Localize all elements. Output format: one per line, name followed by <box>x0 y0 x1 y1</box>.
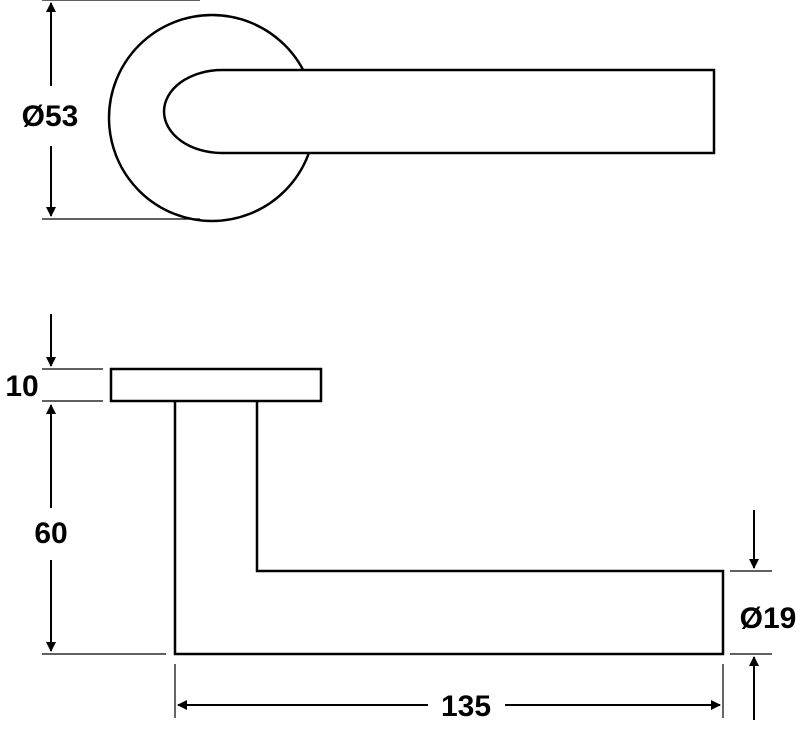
lever-top-outline <box>162 68 716 155</box>
lever-length-label: 135 <box>441 690 491 723</box>
rose-diameter-label: Ø53 <box>22 100 79 133</box>
lever-side-outline <box>173 401 725 656</box>
rose-thickness-label: 10 <box>5 370 38 403</box>
side-view: 10 60 Ø19 135 <box>5 314 796 723</box>
lever-diameter-label: Ø19 <box>740 602 797 635</box>
top-view: Ø53 <box>22 0 716 223</box>
lever-height-label: 60 <box>34 517 67 550</box>
rose-side-plate <box>109 367 323 403</box>
